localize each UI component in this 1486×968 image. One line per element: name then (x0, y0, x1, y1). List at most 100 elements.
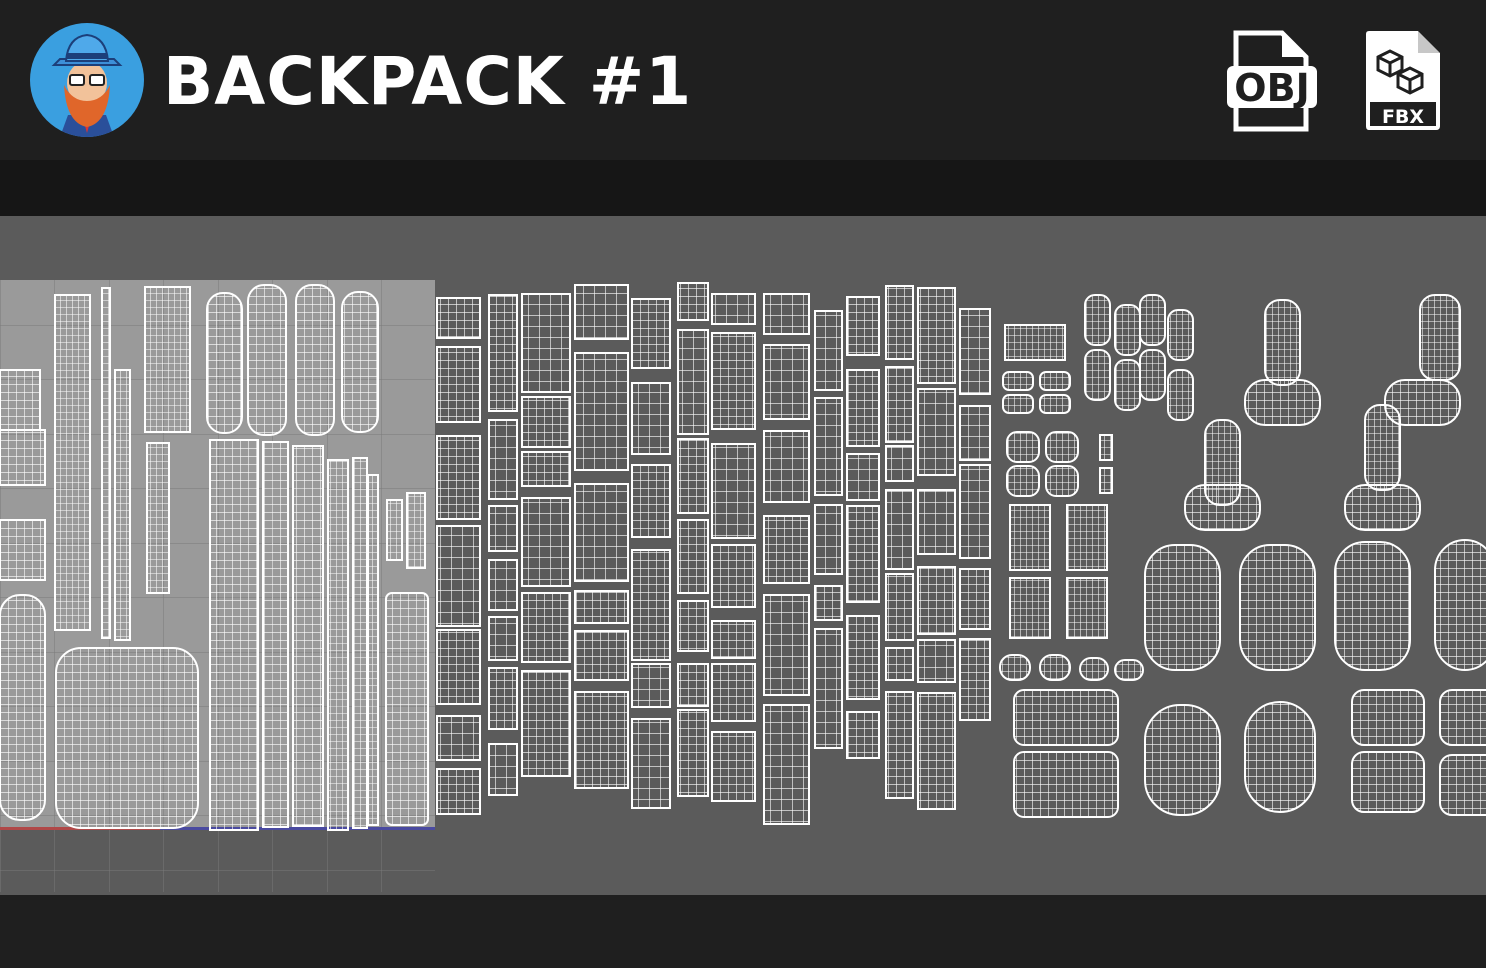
uv-shell (677, 663, 709, 707)
uv-shell (1002, 394, 1034, 414)
uv-shell (521, 396, 571, 448)
uv-shell (1239, 544, 1316, 671)
uv-shell (1002, 371, 1034, 391)
uv-shell (763, 430, 810, 503)
uv-shell (763, 293, 810, 335)
uv-shell (631, 718, 671, 809)
uv-shell (386, 499, 403, 561)
uv-shell (1364, 404, 1401, 491)
uv-shell (814, 585, 843, 621)
uv-shell (574, 691, 629, 789)
fbx-file-icon[interactable]: FBX (1362, 30, 1442, 136)
uv-shell (1006, 431, 1040, 463)
uv-shell (209, 439, 259, 831)
uv-shell (247, 284, 287, 436)
uv-shell (521, 293, 571, 393)
uv-shell (0, 519, 46, 581)
uv-shell (367, 474, 379, 826)
uv-shell (885, 366, 914, 443)
uv-shell (814, 504, 843, 575)
uv-shell (711, 544, 756, 608)
uv-shell (521, 497, 571, 587)
uv-shell (959, 568, 991, 630)
uv-shell (1204, 419, 1241, 506)
uv-shell (959, 405, 991, 461)
uv-shell (1066, 577, 1108, 639)
uv-shell (488, 505, 518, 552)
uv-shell (574, 284, 629, 340)
uv-shell (711, 731, 756, 802)
uv-shell (1013, 689, 1119, 746)
uv-shell (1084, 294, 1111, 346)
uv-shell (677, 709, 709, 797)
uv-shell (1439, 689, 1486, 746)
uv-shell (999, 654, 1031, 681)
uv-shell (1114, 304, 1141, 356)
uv-shell (1384, 379, 1461, 426)
uv-shell (292, 445, 324, 827)
uv-shell (1264, 299, 1301, 386)
uv-shell (521, 592, 571, 663)
uv-shell (846, 615, 880, 700)
uv-shell (631, 298, 671, 369)
uv-shell (436, 297, 481, 339)
divider-band (0, 160, 1486, 216)
uv-shell (763, 515, 810, 584)
uv-shell (1006, 465, 1040, 497)
uv-shell (846, 505, 880, 603)
uv-shell (0, 594, 46, 821)
uv-shell (1139, 349, 1166, 401)
uv-shell (574, 590, 629, 624)
uv-shell (846, 369, 880, 447)
uv-shell (1079, 657, 1109, 681)
uv-shell (295, 284, 335, 436)
uv-shell (677, 438, 709, 514)
uv-shell (521, 670, 571, 777)
uv-shell (1039, 654, 1071, 681)
header: BACKPACK #1 OBJ FBX (0, 0, 1486, 160)
uv-shell (677, 329, 709, 435)
uv-shell (0, 369, 41, 431)
uv-shell (846, 296, 880, 356)
uv-shell (1144, 704, 1221, 816)
uv-shell (406, 492, 426, 569)
uv-shell (1344, 484, 1421, 531)
uv-shell (436, 629, 481, 705)
avatar-logo (30, 23, 144, 137)
uv-shell (144, 286, 191, 433)
uv-shell (885, 573, 914, 641)
uv-shell (0, 429, 46, 486)
uv-shell (711, 620, 756, 659)
uv-shell (846, 711, 880, 759)
uv-shell (677, 600, 709, 652)
uv-shell (521, 451, 571, 487)
uv-shell (1167, 309, 1194, 361)
uv-shell (206, 292, 243, 434)
uv-shell (341, 291, 379, 433)
uv-shell (711, 443, 756, 539)
obj-label: OBJ (1234, 66, 1309, 110)
uv-shell (574, 483, 629, 582)
uv-shell (436, 525, 481, 627)
uv-shell (814, 397, 843, 496)
uv-shell (55, 647, 199, 829)
uv-shell (846, 453, 880, 501)
page-title: BACKPACK #1 (163, 43, 693, 120)
uv-shell (352, 457, 368, 829)
uv-shell (1144, 544, 1221, 671)
uv-wireframe (0, 280, 1486, 892)
uv-shell (711, 332, 756, 430)
uv-shell (1045, 431, 1079, 463)
uv-shell (1039, 394, 1071, 414)
uv-shell (711, 293, 756, 325)
uv-shell (146, 442, 170, 594)
uv-shell (1013, 751, 1119, 818)
uv-shell (885, 445, 914, 482)
uv-shell (54, 294, 91, 631)
uv-shell (574, 630, 629, 681)
obj-file-icon[interactable]: OBJ (1226, 30, 1318, 136)
uv-shell (885, 647, 914, 681)
uv-shell (917, 388, 956, 476)
uv-shell (488, 419, 518, 500)
uv-shell (763, 594, 810, 696)
